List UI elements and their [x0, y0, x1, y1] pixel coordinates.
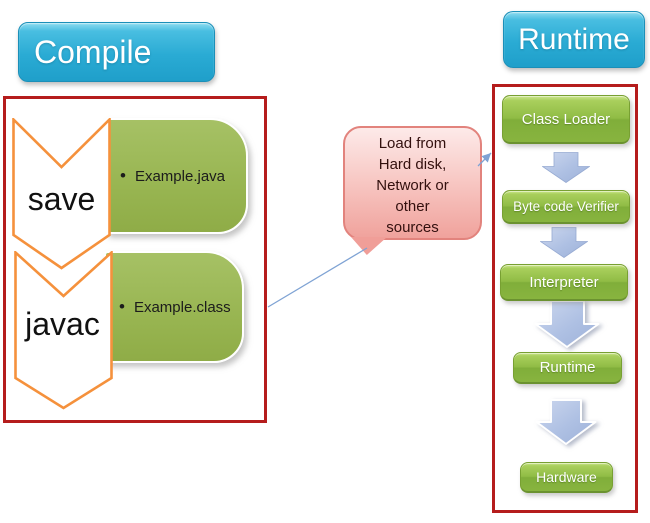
save-chevron-icon [12, 118, 111, 270]
javac-label: javac [25, 306, 100, 342]
callout-tail [351, 237, 387, 255]
compile-title-button: Compile [18, 22, 215, 82]
compile-to-callout-line [267, 247, 368, 308]
callout-line: Hard disk, [378, 156, 447, 173]
example-class-label: Example.class [133, 298, 231, 316]
runtime-title-label: Runtime [518, 22, 630, 56]
compile-group-frame [3, 96, 267, 423]
compile-title-label: Compile [34, 33, 152, 70]
javac-chevron-icon [14, 251, 113, 410]
example-class-box: • Example.class [104, 251, 244, 363]
example-java-box: • Example.java [105, 118, 248, 234]
save-label: save [27, 181, 96, 217]
byte-code-verifier-step: Byte code Verifier [502, 190, 630, 224]
callout-line: other [395, 198, 430, 215]
interpreter-label: Interpreter [529, 273, 599, 291]
runtime-step: Runtime [513, 352, 622, 384]
class-loader-step: Class Loader [502, 95, 630, 144]
load-sources-callout: Load from Hard disk, Network or other so… [343, 126, 482, 240]
down-arrow-icon [542, 152, 590, 183]
runtime-title-button: Runtime [503, 11, 645, 68]
runtime-group-frame [492, 84, 638, 513]
hardware-step: Hardware [520, 462, 613, 493]
hardware-label: Hardware [536, 469, 597, 485]
class-loader-label: Class Loader [521, 110, 611, 128]
bullet-icon: • [120, 166, 126, 185]
callout-line: Load from [378, 135, 447, 152]
callout-line: sources [386, 219, 439, 236]
example-java-label: Example.java [134, 167, 225, 185]
bullet-icon: • [119, 297, 125, 316]
callout-line: Network or [376, 177, 449, 194]
runtime-step-label: Runtime [539, 359, 596, 376]
down-arrow-3d-icon [534, 300, 600, 348]
down-arrow-3d-icon [535, 399, 597, 445]
byte-code-verifier-label: Byte code Verifier [513, 199, 619, 214]
interpreter-step: Interpreter [500, 264, 628, 301]
down-arrow-icon [540, 227, 588, 258]
